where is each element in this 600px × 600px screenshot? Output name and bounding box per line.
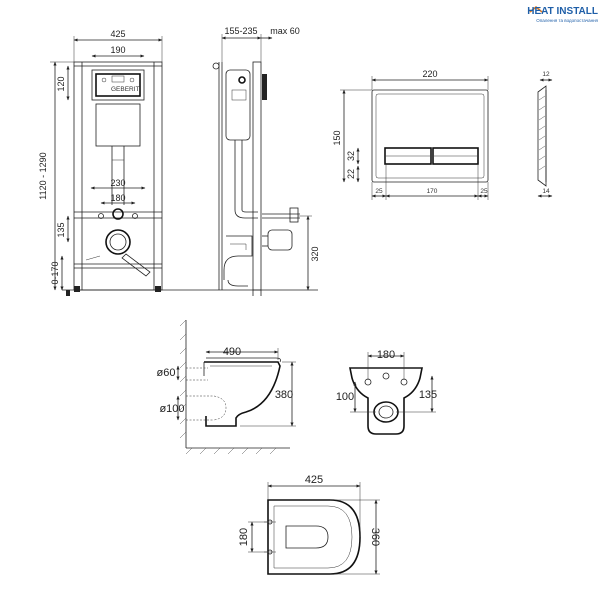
brand-logo: HEAT INSTALL [527, 6, 598, 17]
plate-width-label: 220 [422, 69, 437, 79]
top-depth-label: 360 [369, 528, 381, 546]
plate-thickness-label: 12 [542, 71, 550, 78]
inlet-diameter-label: ø60 [157, 367, 176, 379]
outlet-diameter-label: ø100 [159, 403, 184, 415]
button-height-label: 22 [346, 169, 356, 179]
flush-plate-front: 220 150 32 22 25 170 25 [332, 69, 489, 200]
flush-button-small [432, 147, 479, 165]
logo-house-icon [529, 6, 543, 13]
plate-buttons-width-label: 170 [427, 188, 438, 195]
svg-text:GEBERIT: GEBERIT [111, 86, 140, 93]
top-width-label: 425 [305, 474, 323, 486]
leg-range-label: 0-170 [50, 261, 60, 284]
plate-margin-left-label: 25 [375, 188, 383, 195]
plate-height-label: 150 [332, 130, 342, 145]
brand-tagline: Опалення та водопостачання [536, 18, 598, 23]
bowl-height-label: 380 [275, 389, 293, 401]
bowl-top-view: 425 180 360 [238, 474, 381, 575]
back-bolt-spacing-label: 180 [377, 349, 395, 361]
back-inlet-height-label: 135 [419, 389, 437, 401]
frame-height-label: 1120 - 1290 [38, 152, 48, 199]
bowl-side-view: 490 ø60 ø100 380 [157, 319, 296, 455]
flush-plate-side: 12 14 [537, 71, 553, 198]
plate-depth-label: 14 [542, 188, 550, 195]
max-wall-label: max 60 [270, 26, 300, 36]
pipe-spacing-label: 230 [110, 178, 125, 188]
drain-height-label: 135 [56, 222, 66, 237]
frame-inner-width-label: 190 [110, 45, 125, 55]
plate-margin-right-label: 25 [480, 188, 488, 195]
top-bolt-spacing-label: 180 [238, 528, 250, 546]
flush-button-large [384, 147, 432, 165]
frame-top-offset-label: 120 [56, 76, 66, 91]
frame-side-view: 155-235 max 60 320 [212, 26, 320, 296]
flush-mechanism-window [95, 73, 141, 97]
outlet-height-label: 320 [310, 246, 320, 261]
frame-width-label: 425 [110, 29, 125, 39]
bowl-length-label: 490 [223, 346, 241, 358]
frame-front-view: GEBERIT 425 190 1120 - 1290 120 [38, 29, 318, 296]
bolt-spacing-label: 180 [110, 193, 125, 203]
depth-range-label: 155-235 [224, 26, 257, 36]
button-offset-label: 32 [346, 151, 356, 161]
bowl-back-view: 180 100 135 [336, 349, 437, 435]
back-outlet-height-label: 100 [336, 391, 354, 403]
